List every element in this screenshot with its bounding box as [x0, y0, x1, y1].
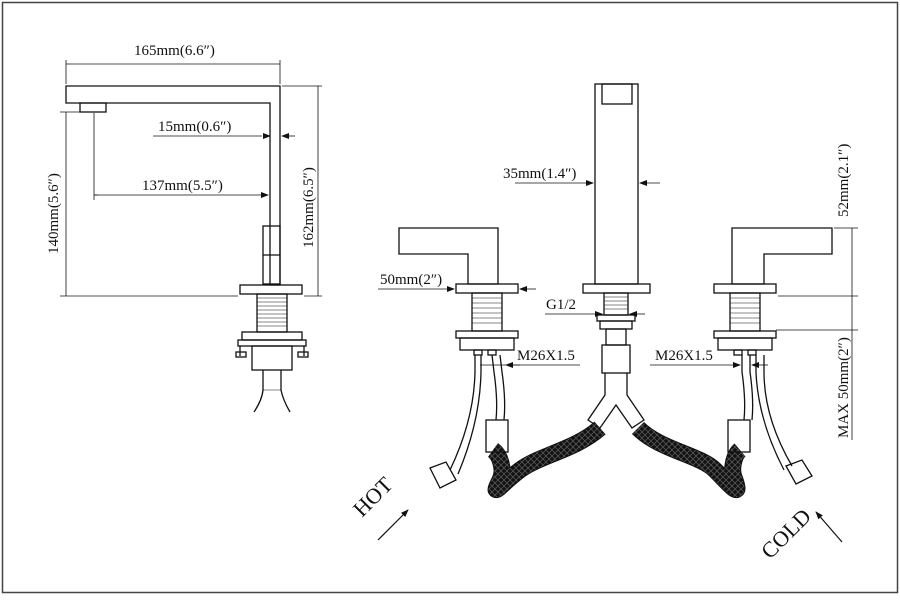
- supply-lines: [429, 354, 813, 489]
- braided-hoses: [487, 421, 747, 499]
- side-view-faucet: [65, 85, 309, 413]
- spout-tip-label: 15mm(0.6″): [158, 119, 231, 135]
- overall-height-label: 162mm(6.5″): [301, 167, 317, 248]
- left-handle-assembly: [398, 227, 519, 356]
- handle-height-label: 52mm(2.1″): [836, 144, 852, 217]
- deck-thickness-label: MAX 50mm(2″): [836, 337, 852, 438]
- y-connector: [587, 373, 645, 429]
- side-view-dimension-lines: [60, 60, 322, 297]
- center-spout-assembly: [582, 83, 651, 374]
- connection-size-label: G1/2: [546, 297, 576, 313]
- overall-width-label: 165mm(6.6″): [134, 43, 215, 59]
- hot-label: HOT: [348, 471, 398, 521]
- flow-arrows: [377, 509, 843, 543]
- front-view-dimension-lines: [378, 180, 858, 440]
- thread-left-label: M26X1.5: [517, 348, 575, 364]
- handle-width-label: 50mm(2″): [380, 272, 442, 288]
- right-handle-assembly: [713, 227, 833, 356]
- spout-width-label: 35mm(1.4″): [503, 166, 576, 182]
- thread-right-label: M26X1.5: [655, 348, 713, 364]
- reach-label: 137mm(5.5″): [142, 178, 223, 194]
- spout-height-label: 140mm(5.6″): [46, 173, 62, 254]
- cold-label: COLD: [756, 504, 816, 564]
